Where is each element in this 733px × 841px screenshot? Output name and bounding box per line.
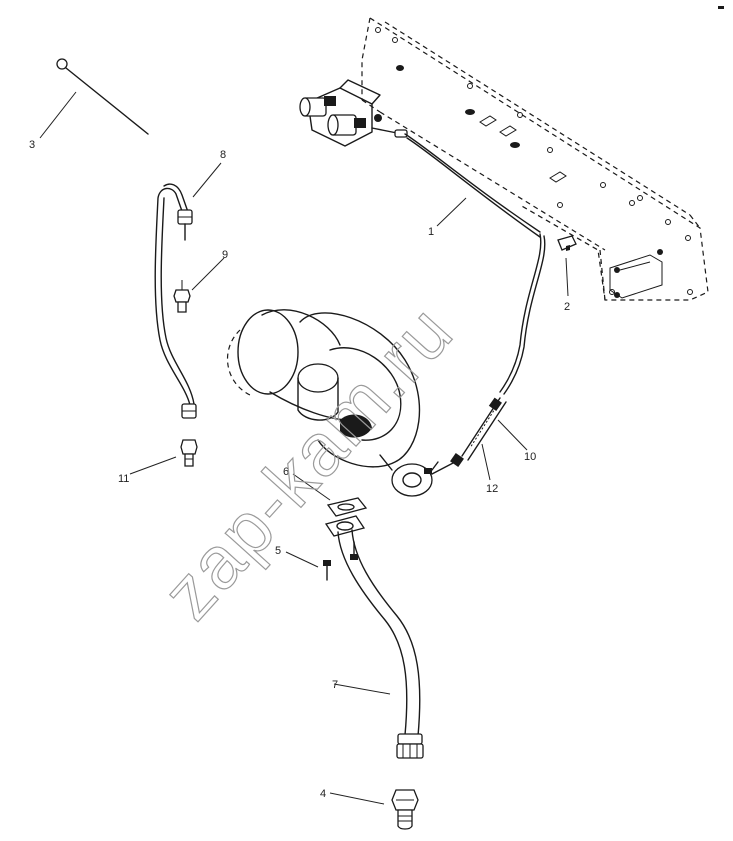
callout-2: 2	[564, 301, 570, 313]
callout-labels: 1 2 3 4 5 6 7 8 9 10 11 12	[29, 139, 570, 800]
callout-7: 7	[332, 679, 338, 691]
adapter-4	[391, 789, 419, 830]
callout-1: 1	[428, 226, 434, 238]
callout-10: 10	[524, 451, 536, 463]
watermark-text: zap-kam.ru	[146, 289, 469, 634]
callout-8: 8	[220, 149, 226, 161]
hose-12	[431, 397, 507, 475]
gasket-6	[326, 497, 368, 517]
tube-8	[154, 183, 197, 419]
bolt-5	[323, 541, 358, 581]
callout-4: 4	[320, 788, 326, 800]
callout-3: 3	[29, 139, 35, 151]
bracket-clip-2	[557, 235, 577, 251]
callout-12: 12	[486, 483, 498, 495]
flange-tube-7	[324, 515, 424, 759]
pin-3	[56, 58, 149, 135]
corner-mark	[718, 6, 724, 9]
line-1	[404, 133, 546, 395]
callout-11: 11	[118, 473, 129, 485]
callout-6: 6	[283, 466, 289, 478]
frame-rail	[361, 17, 709, 301]
callout-5: 5	[275, 545, 281, 557]
callout-leaders	[39, 91, 569, 805]
callout-9: 9	[222, 249, 228, 261]
fitting-9	[173, 280, 191, 313]
valve-assembly	[299, 79, 408, 147]
fitting-11	[180, 439, 198, 467]
turbocharger	[226, 309, 439, 497]
